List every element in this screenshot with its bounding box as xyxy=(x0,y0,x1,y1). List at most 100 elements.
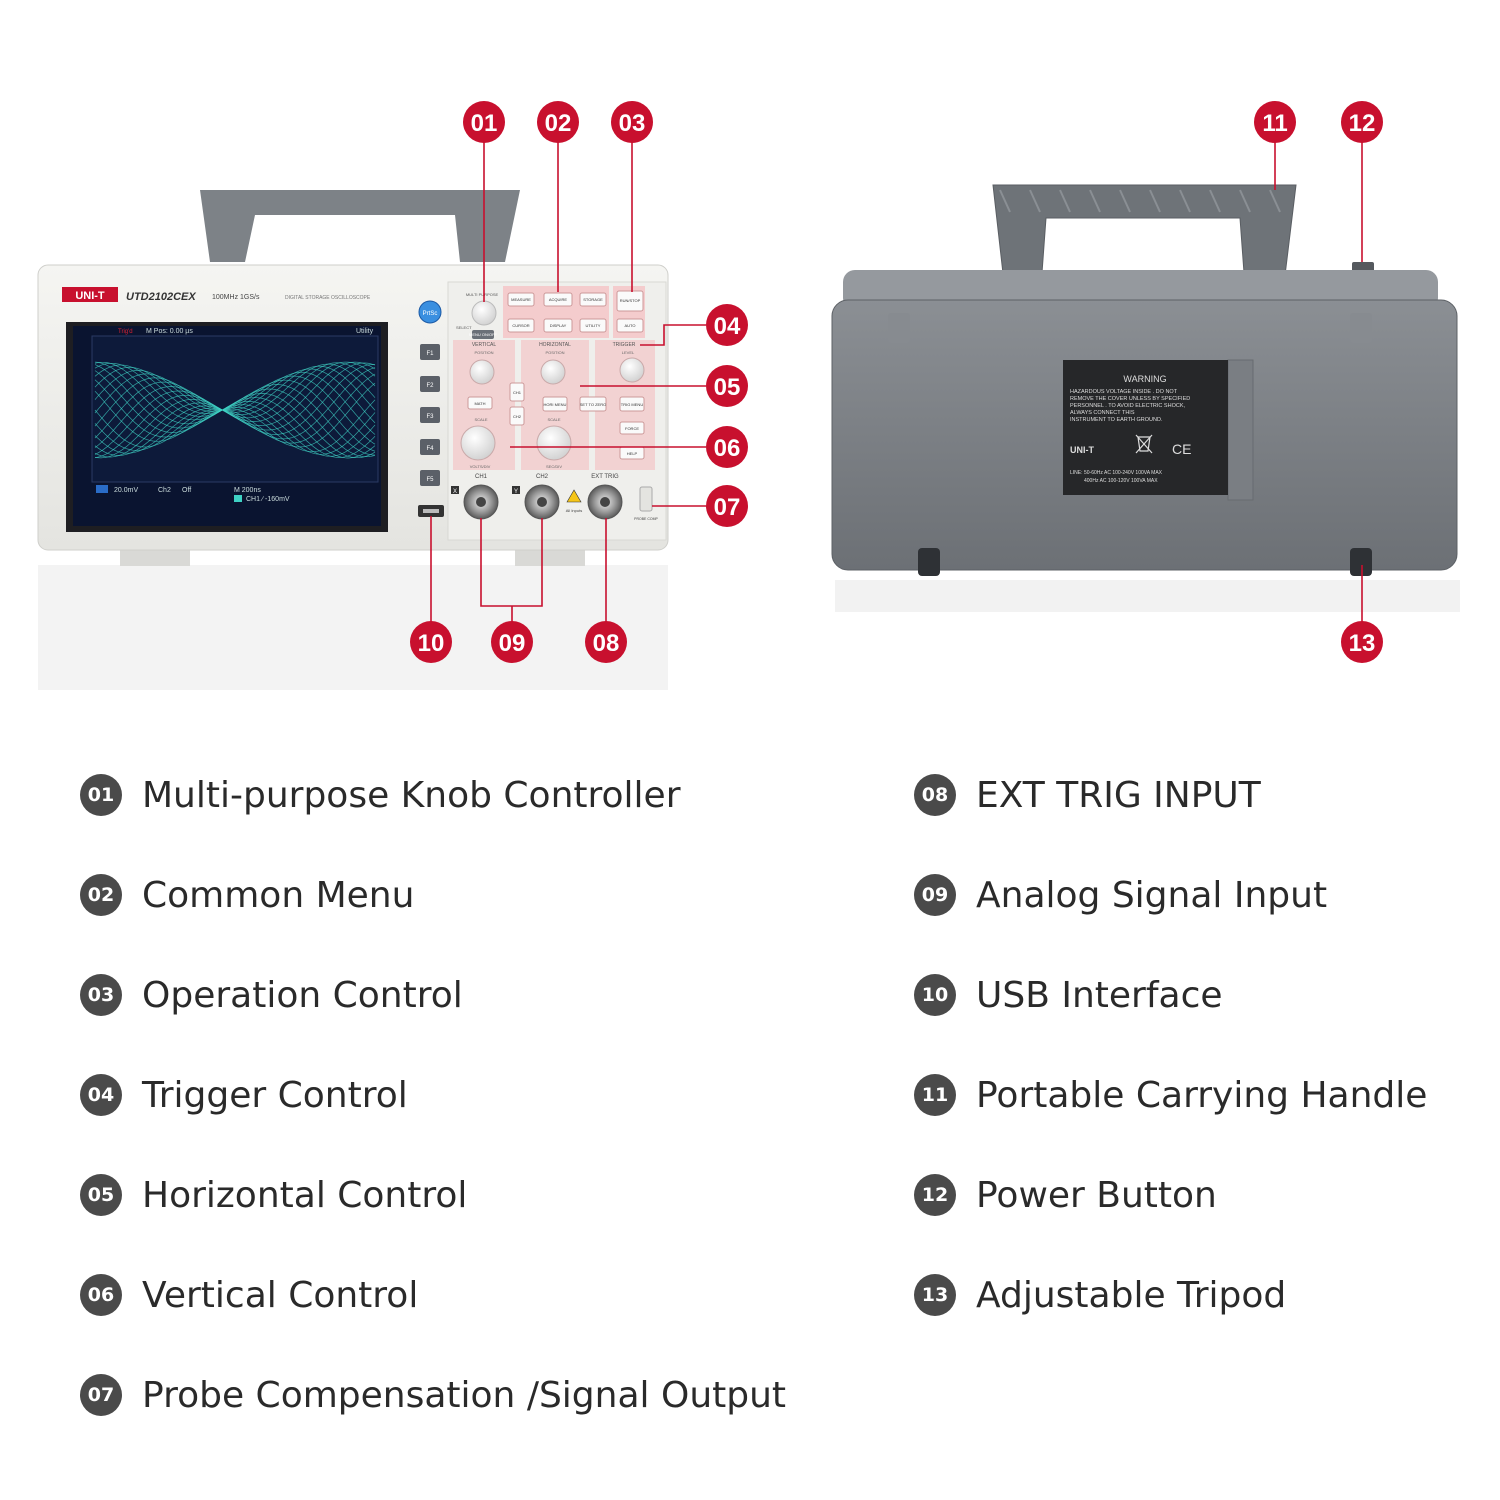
storage-label: STORAGE xyxy=(583,297,603,302)
hori-menu-button[interactable] xyxy=(542,396,568,412)
back-clip-left xyxy=(888,313,910,343)
probe-comp-terminal[interactable] xyxy=(639,486,653,512)
callout-08-label: 08 xyxy=(593,630,620,657)
back-brand-label: UNI-T xyxy=(1070,445,1094,455)
x-mark-label: X xyxy=(453,489,457,495)
horizontal-position-knob[interactable] xyxy=(540,359,566,385)
back-view: WARNING HAZARDOUS VOLTAGE INSIDE . DO NO… xyxy=(831,184,1460,612)
callout-06-label: 06 xyxy=(714,435,741,462)
softkey-f5[interactable] xyxy=(420,470,440,486)
run-stop-label: RUN/STOP xyxy=(620,298,641,303)
waveform xyxy=(94,361,376,459)
callout-07-label: 07 xyxy=(714,494,741,521)
model-label: UTD2102CEX xyxy=(126,291,196,303)
display-button[interactable] xyxy=(543,318,573,333)
legend-item-01: 01 Multi-purpose Knob Controller xyxy=(80,770,681,820)
ch2-button[interactable] xyxy=(509,406,525,426)
math-label: MATH xyxy=(474,401,485,406)
cursor-button[interactable] xyxy=(507,318,535,333)
waveform-trace xyxy=(94,364,376,458)
legend-label: Horizontal Control xyxy=(142,1174,468,1216)
hori-menu-label: HORI MENU xyxy=(544,402,567,407)
help-label: HELP xyxy=(627,451,638,456)
screen-ch2-value: Off xyxy=(182,487,191,494)
callout-01-label: 01 xyxy=(471,110,498,137)
menu-onoff-button[interactable] xyxy=(472,330,494,339)
warning-triangle-icon xyxy=(566,489,582,503)
ch2-button-label: CH2 xyxy=(513,414,522,419)
softkey-f2-label: F2 xyxy=(426,383,434,389)
softkeys: F1 F2 F3 F4 F5 xyxy=(420,344,440,486)
sec-div-knob[interactable] xyxy=(536,425,572,461)
legend-label: Analog Signal Input xyxy=(976,874,1328,916)
y-mark-label: Y xyxy=(514,489,518,495)
leader-lines xyxy=(430,142,1363,622)
utility-label: UTILITY xyxy=(586,323,601,328)
brand-logo-text: UNI-T xyxy=(75,290,105,302)
level-label: LEVEL xyxy=(622,350,635,355)
measure-button[interactable] xyxy=(507,292,535,307)
display-label: DISPLAY xyxy=(550,323,567,328)
legend-badge: 02 xyxy=(80,874,122,916)
legend-item-04: 04 Trigger Control xyxy=(80,1070,408,1120)
h-scale-label: SCALE xyxy=(547,417,560,422)
screen-status: Trig'd xyxy=(118,329,133,335)
softkey-f1-label: F1 xyxy=(426,351,434,357)
waveform-trace xyxy=(94,370,376,445)
multipurpose-knob[interactable] xyxy=(471,300,497,326)
softkey-f4[interactable] xyxy=(420,439,440,455)
run-stop-button[interactable] xyxy=(616,290,644,312)
prtsc-label: PrtSc xyxy=(423,311,438,317)
legend-item-03: 03 Operation Control xyxy=(80,970,463,1020)
force-button[interactable] xyxy=(619,421,645,435)
softkey-f1[interactable] xyxy=(420,344,440,360)
volts-div-knob[interactable] xyxy=(460,425,496,461)
legend-badge: 09 xyxy=(914,874,956,916)
x-mark xyxy=(451,486,459,494)
leader-04 xyxy=(640,324,706,346)
auto-button[interactable] xyxy=(616,318,644,333)
callout-12-label: 12 xyxy=(1349,110,1376,137)
acquire-button[interactable] xyxy=(543,292,573,307)
callout-08 xyxy=(585,621,627,663)
storage-button[interactable] xyxy=(579,292,607,307)
utility-button[interactable] xyxy=(579,318,607,333)
legend-badge: 12 xyxy=(914,1174,956,1216)
back-floor-shadow xyxy=(835,580,1460,612)
v-position-label: POSITION xyxy=(474,350,493,355)
softkey-f3[interactable] xyxy=(420,407,440,423)
waveform-trace xyxy=(94,363,376,448)
horizontal-title: HORIZONTAL xyxy=(539,342,571,348)
set-to-zero-button[interactable] xyxy=(579,396,607,412)
legend-item-11: 11 Portable Carrying Handle xyxy=(914,1070,1427,1120)
callout-03 xyxy=(611,101,653,143)
callout-05 xyxy=(706,365,748,407)
waveform-trace xyxy=(94,370,376,457)
line-row-2: 400Hz AC 100-120V 100VA MAX xyxy=(1084,478,1158,484)
ce-mark: CE xyxy=(1172,441,1191,457)
back-foot-right[interactable] xyxy=(1350,548,1372,576)
waveform-trace xyxy=(94,361,376,459)
auto-label: AUTO xyxy=(624,323,635,328)
weee-bin-icon xyxy=(1135,434,1153,454)
screen-mpos: M Pos: 0.00 µs xyxy=(146,328,193,335)
front-view: UNI-T UTD2102CEX 100MHz 1GS/s DIGITAL ST… xyxy=(37,190,669,690)
waveform-trace xyxy=(94,367,376,452)
math-button[interactable] xyxy=(467,396,493,410)
trig-menu-button[interactable] xyxy=(619,396,645,412)
prtsc-button[interactable] xyxy=(418,300,442,324)
force-label: FORCE xyxy=(625,426,639,431)
softkey-f2[interactable] xyxy=(420,376,440,392)
callout-12 xyxy=(1341,101,1383,143)
multipurpose-label: MULTI PURPOSE xyxy=(466,292,499,297)
legend-item-13: 13 Adjustable Tripod xyxy=(914,1270,1286,1320)
ch2-input-label: CH2 xyxy=(536,474,549,480)
ext-trig-bnc-pin xyxy=(600,497,610,507)
ch1-button[interactable] xyxy=(509,382,525,402)
warning-line-3: PERSONNEL . TO AVOID ELECTRIC SHOCK, xyxy=(1070,403,1185,409)
callout-10 xyxy=(410,621,452,663)
vertical-position-knob[interactable] xyxy=(469,359,495,385)
screen-ch2-label: Ch2 xyxy=(158,487,171,494)
trigger-level-knob[interactable] xyxy=(619,357,645,383)
softkey-f5-label: F5 xyxy=(426,477,434,483)
